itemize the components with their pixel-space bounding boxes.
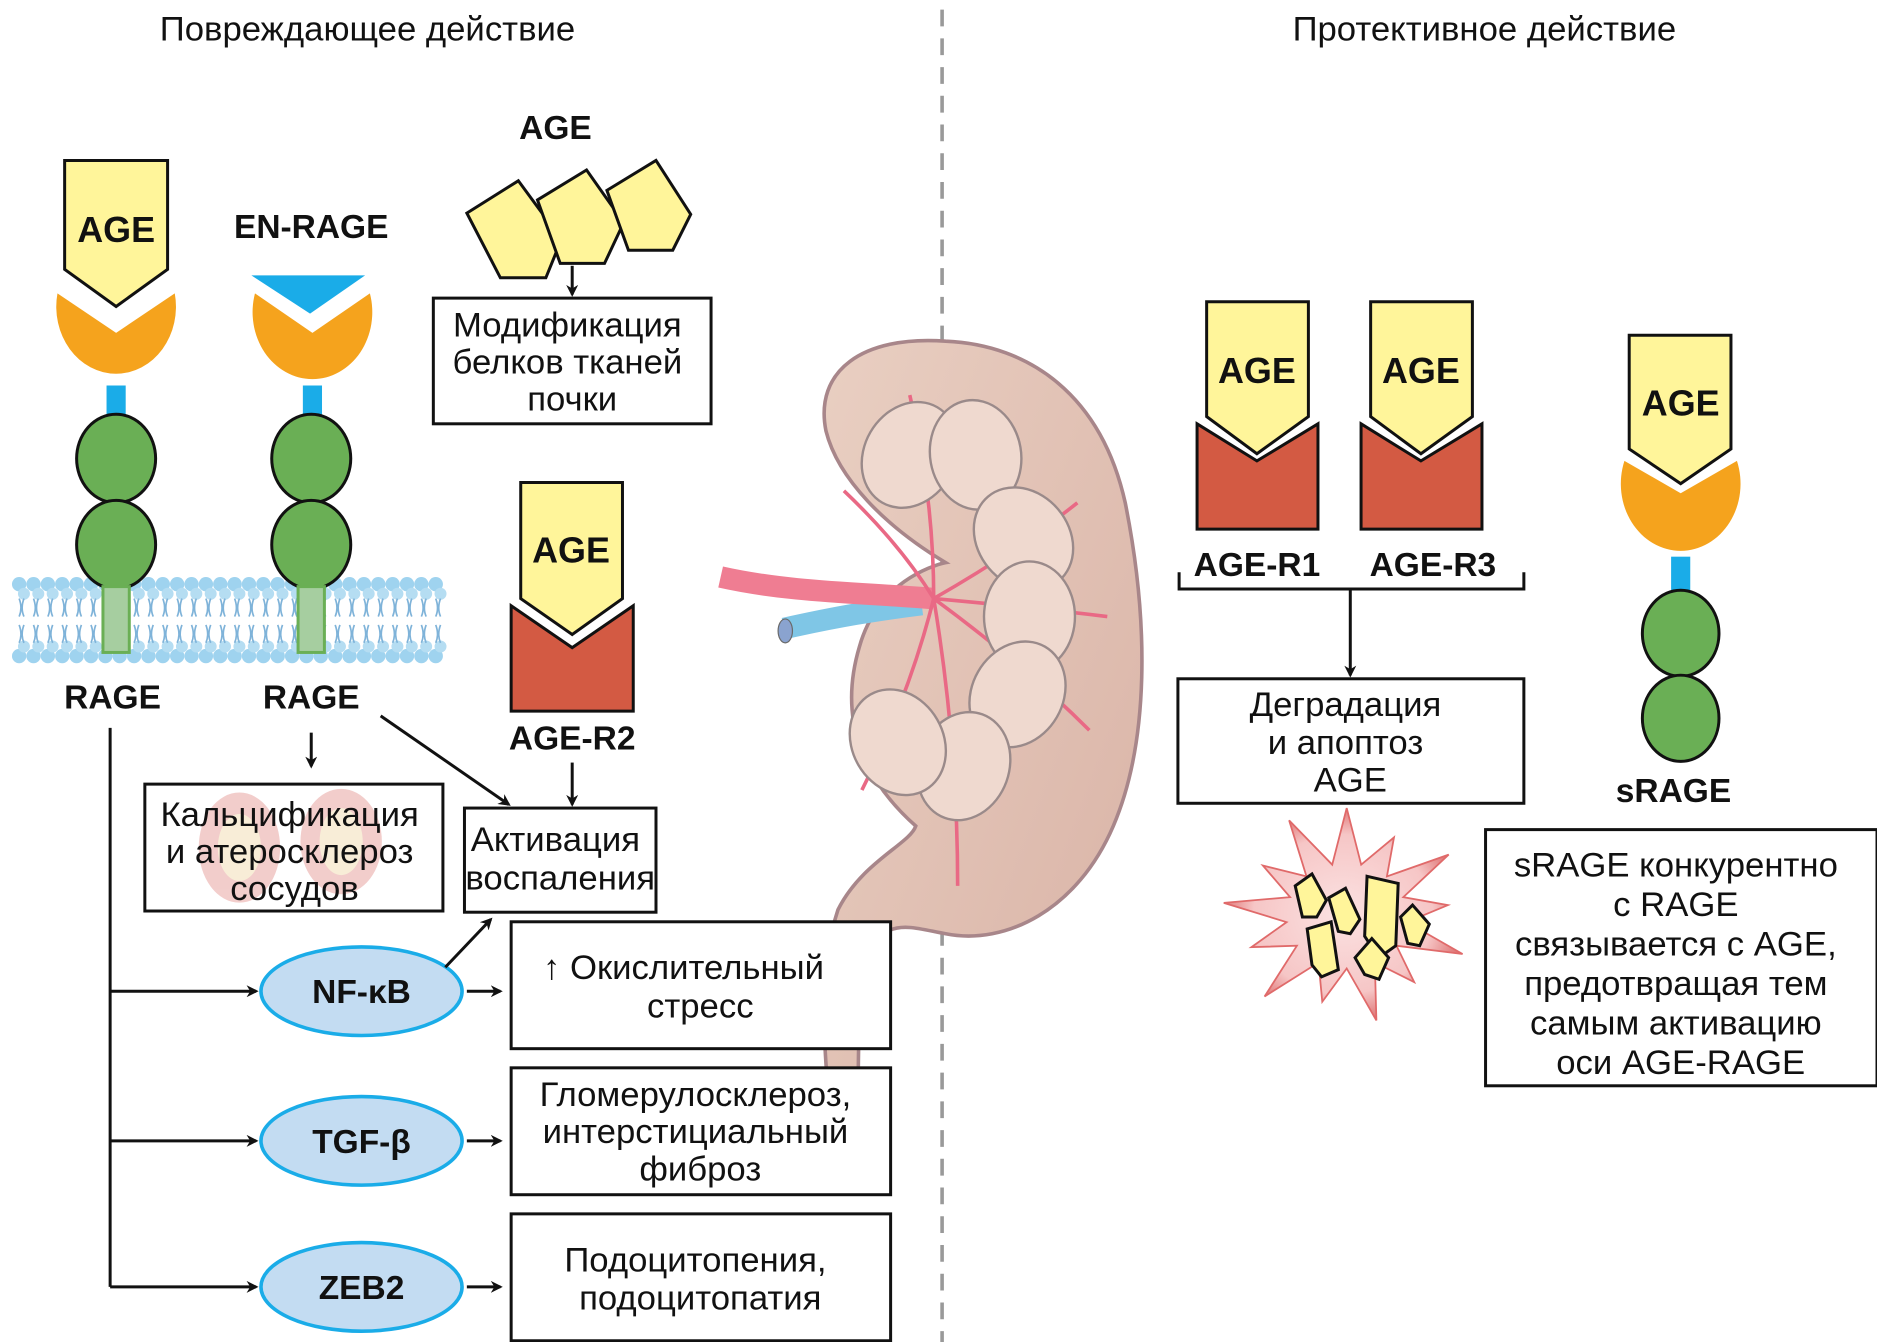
zeb2-node (259, 1240, 464, 1333)
v-domain (1620, 460, 1741, 551)
artery-cross-section-image (198, 788, 382, 903)
c1-domain (270, 412, 353, 505)
age-label: AGE (1382, 350, 1460, 391)
protective-section-title: Протективное действие (1293, 11, 1677, 49)
rage-receptor-en-rage-bound: EN-RAGE RAGE (234, 209, 388, 716)
c1-domain (1640, 588, 1721, 678)
free-age-cluster: AGE (464, 110, 693, 280)
age-label: AGE (77, 209, 155, 250)
degradation-text: Деградация и апоптоз AGE (1250, 686, 1451, 799)
v-domain (56, 293, 176, 374)
c2-domain (1640, 673, 1721, 763)
degradation-box (1176, 677, 1526, 805)
kidney-illustration (718, 338, 1144, 1187)
srage-label: sRAGE (1616, 773, 1731, 810)
c2-domain (270, 498, 353, 591)
age-r3-receptor: AGE AGE-R3 (1359, 300, 1497, 584)
age-label: AGE (532, 530, 610, 571)
inflammation-box (462, 806, 658, 914)
damaging-section-title: Повреждающее действие (160, 11, 575, 49)
age-label: AGE (519, 110, 592, 147)
transmembrane-domain (296, 585, 326, 654)
rage-label: RAGE (263, 680, 360, 717)
c1-domain (75, 412, 158, 505)
age-label: AGE (1218, 350, 1296, 391)
transmembrane-domain (101, 585, 131, 654)
oxidative-stress-box (509, 920, 893, 1051)
arrow-rage-to-inflammation (379, 714, 511, 806)
modification-box (431, 296, 713, 426)
en-rage-label: EN-RAGE (234, 209, 388, 246)
glomerulosclerosis-text: Гломерулосклероз, интерстициальный фибро… (540, 1076, 861, 1188)
en-rage-ligand (251, 275, 366, 314)
nfkb-node (259, 945, 464, 1038)
srage-molecule: AGE sRAGE (1616, 333, 1741, 810)
arrow-nfkb-to-inflammation (444, 917, 493, 969)
v-domain (252, 293, 373, 380)
tgfb-label: TGF-β (312, 1124, 411, 1161)
zeb2-label: ZEB2 (319, 1270, 405, 1307)
nfkb-label: NF-κB (312, 974, 411, 1011)
age-r3-label: AGE-R3 (1370, 547, 1497, 584)
calcification-box (143, 782, 445, 913)
srage-note-box (1484, 828, 1877, 1088)
inflammation-text: Активация воспаления (465, 821, 655, 897)
glomerulosclerosis-box (509, 1066, 893, 1197)
age-ligand (63, 158, 170, 309)
podocytopenia-box (509, 1212, 893, 1342)
cell-membrane (11, 577, 447, 664)
srage-note-text: sRAGE конкурентно с RAGE связывается с A… (1514, 846, 1848, 1082)
rage-receptor-age-bound: AGE RAGE (56, 158, 176, 717)
modification-text: Модификация белков тканей почки (452, 306, 691, 418)
age-label: AGE (1642, 382, 1720, 423)
rage-label: RAGE (64, 680, 161, 717)
degraded-age-burst (1223, 807, 1464, 1021)
podocytopenia-text: Подоцитопения, подоцитопатия (564, 1241, 836, 1317)
age-r2-receptor: AGE AGE-R2 (509, 480, 636, 757)
oxidative-stress-text: ↑ Окислительный стресс (543, 949, 834, 1025)
c2-domain (75, 498, 158, 591)
calcification-text: Кальцификация и атеросклероз сосудов (160, 796, 428, 908)
age-r2-label: AGE-R2 (509, 720, 636, 757)
tgfb-node (259, 1094, 464, 1187)
age-r1-label: AGE-R1 (1194, 547, 1321, 584)
age-r1-receptor: AGE AGE-R1 (1194, 300, 1321, 584)
